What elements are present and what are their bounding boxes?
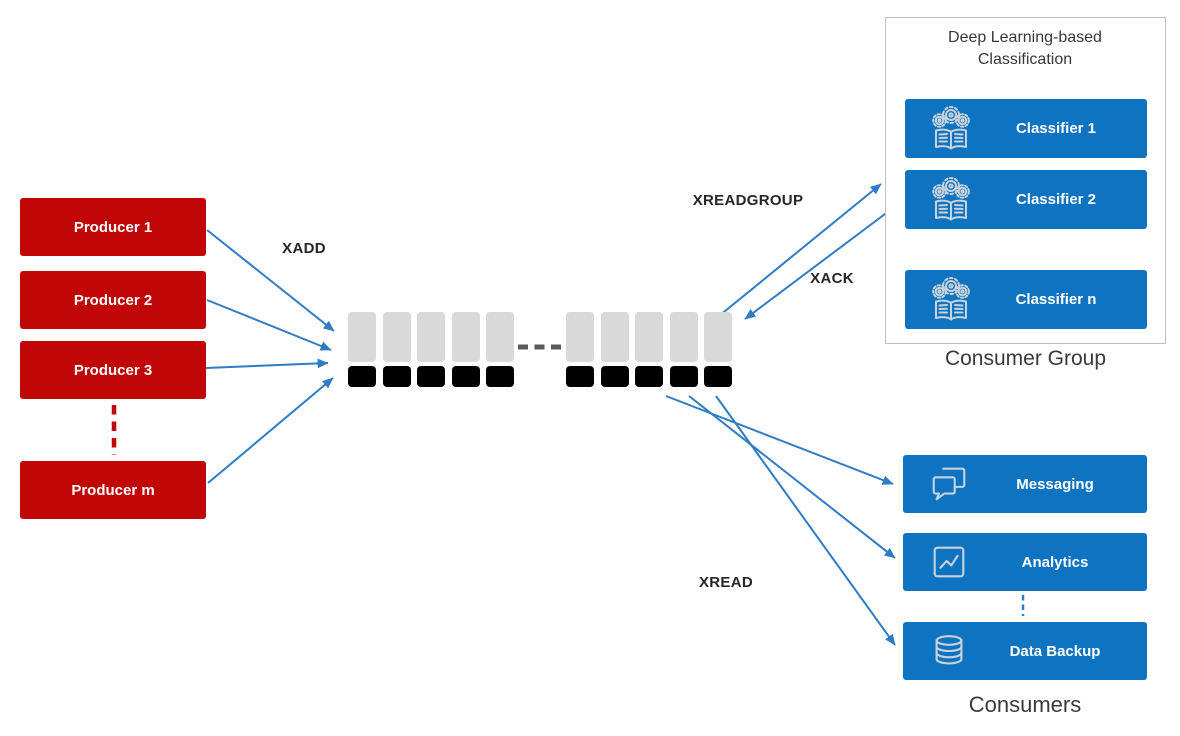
producer-2-box: Producer 2 [20, 271, 206, 329]
stream-entry-id [417, 366, 445, 387]
xack-command-label: XACK [810, 270, 854, 287]
stream-entry-value [382, 312, 411, 362]
classifier-n-label: Classifier n [1015, 291, 1097, 308]
data-backup-label: Data Backup [1009, 642, 1101, 660]
producer-3-label: Producer 3 [73, 361, 153, 379]
stream-entry-cell [348, 312, 376, 387]
stream-entry-id [669, 366, 698, 387]
stream-entry-cell [451, 312, 480, 387]
stream-entry-value [486, 312, 514, 362]
producer-1-box: Producer 1 [20, 198, 206, 256]
stream-entry-value [635, 312, 663, 362]
stream-entry-id [382, 366, 411, 387]
stream-segment-right [566, 312, 732, 387]
classifier-1-label: Classifier 1 [1015, 120, 1097, 137]
producer-2-label: Producer 2 [73, 291, 153, 309]
messaging-label: Messaging [1016, 475, 1094, 493]
producer-m-label: Producer m [71, 481, 155, 499]
stream-entry-cell [382, 312, 411, 387]
messaging-box: Messaging [903, 455, 1147, 513]
machine-learning-icon [925, 276, 977, 324]
stream-entry-cell [486, 312, 514, 387]
consumers-caption: Consumers [968, 692, 1082, 717]
producer-1-label: Producer 1 [73, 218, 153, 236]
stream-entry-value [451, 312, 480, 362]
stream-entry-id [704, 366, 732, 387]
arrow-xread-messaging [665, 395, 894, 485]
arrow-xread-analytics [688, 395, 896, 559]
analytics-label: Analytics [1021, 553, 1089, 571]
arrow-producer3-to-stream [205, 358, 329, 369]
stream-entry-value [669, 312, 698, 362]
classifier-1-box: Classifier 1 [905, 99, 1147, 158]
stream-entry-id [486, 366, 514, 387]
consumer-group-caption: Consumer Group [944, 347, 1107, 370]
stream-entry-cell [417, 312, 445, 387]
stream-entry-id [566, 366, 594, 387]
xread-command-label: XREAD [698, 574, 753, 591]
stream-entry-id [600, 366, 629, 387]
arrow-producerm-to-stream [207, 377, 334, 484]
stream-entry-value [600, 312, 629, 362]
stream-entry-cell [566, 312, 594, 387]
stream-entry-value [417, 312, 445, 362]
xadd-command-label: XADD [282, 240, 326, 257]
arrow-xack [744, 210, 890, 320]
classifier-n-box: Classifier n [905, 270, 1147, 329]
stream-entry-value [348, 312, 376, 362]
stream-entry-cell [704, 312, 732, 387]
chat-bubbles-icon [923, 463, 975, 505]
producer-3-box: Producer 3 [20, 341, 206, 399]
machine-learning-icon [925, 105, 977, 153]
stream-entry-value [566, 312, 594, 362]
classifier-2-label: Classifier 2 [1015, 191, 1097, 208]
machine-learning-icon [925, 176, 977, 224]
producer-m-box: Producer m [20, 461, 206, 519]
stream-entry-value [704, 312, 732, 362]
analytics-box: Analytics [903, 533, 1147, 591]
arrow-producer1-to-stream [206, 229, 335, 332]
stream-entry-cell [669, 312, 698, 387]
stream-segment-left [348, 312, 514, 387]
line-chart-icon [923, 541, 975, 583]
arrow-xreadgroup [718, 183, 882, 317]
classifier-2-box: Classifier 2 [905, 170, 1147, 229]
arrow-xread-databackup [715, 395, 896, 646]
stream-entry-id [635, 366, 663, 387]
database-icon [923, 630, 975, 672]
stream-entry-cell [600, 312, 629, 387]
stream-entry-id [451, 366, 480, 387]
xreadgroup-command-label: XREADGROUP [692, 192, 804, 209]
consumer-group-title: Deep Learning-based Classification [948, 29, 1102, 68]
arrow-producer2-to-stream [206, 299, 332, 351]
stream-entry-id [348, 366, 376, 387]
stream-entry-cell [635, 312, 663, 387]
data-backup-box: Data Backup [903, 622, 1147, 680]
